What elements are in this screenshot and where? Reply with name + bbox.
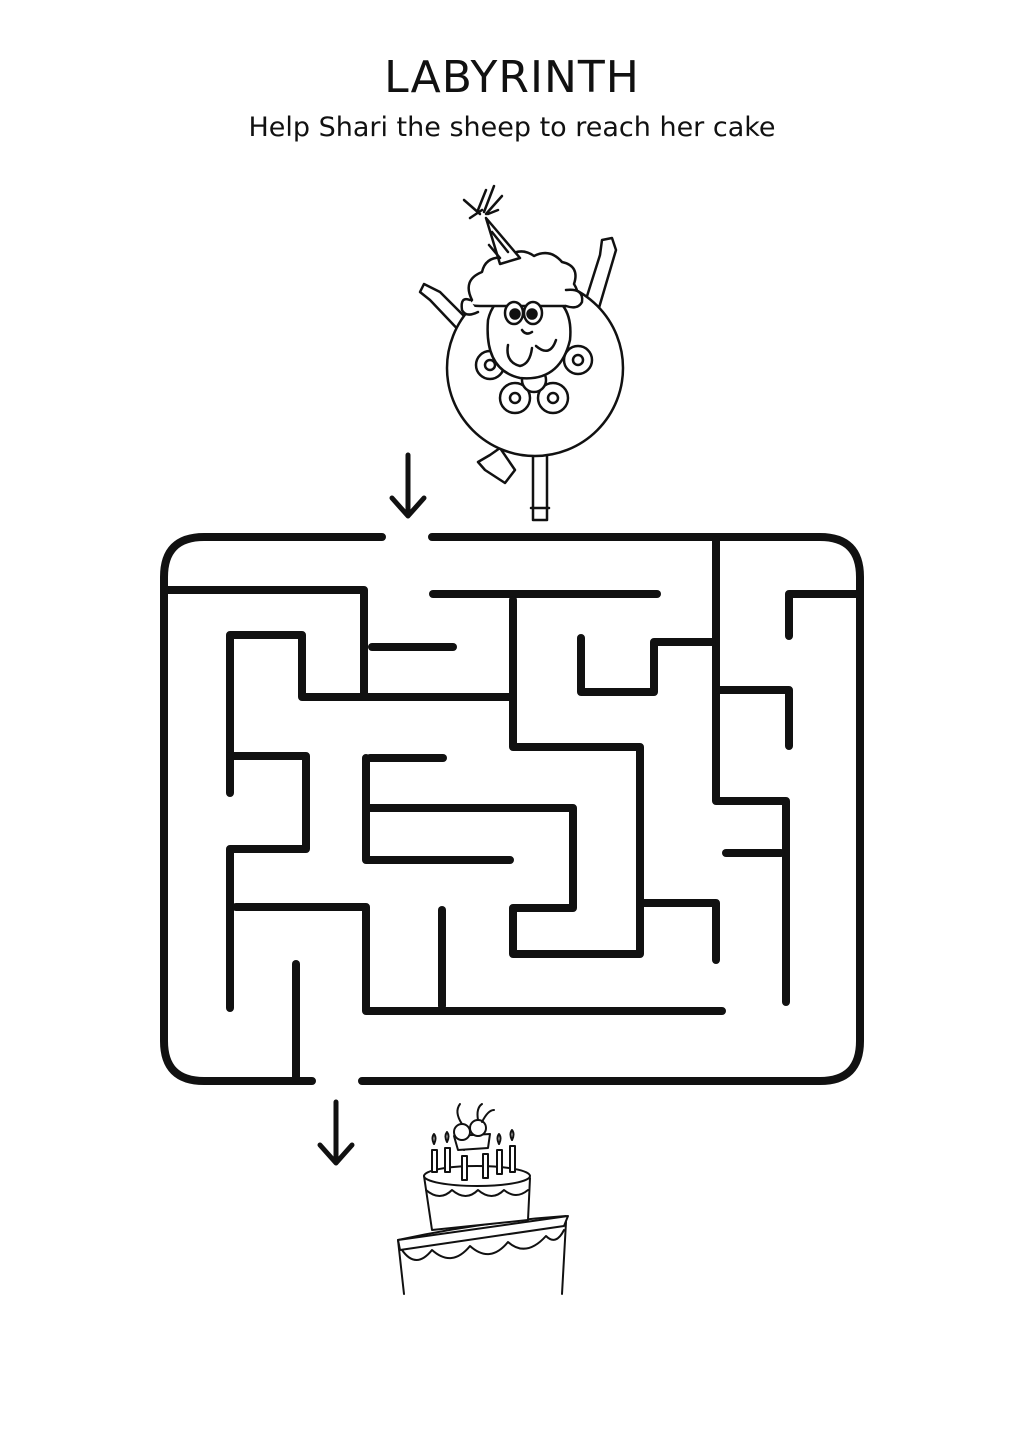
maze [160,533,864,1085]
page-subtitle: Help Shari the sheep to reach her cake [248,112,776,143]
arrow-down-icon [389,452,427,519]
sheep-icon [418,184,625,522]
maze-outer-wall [160,533,386,1085]
arrow-down-icon [317,1099,355,1166]
page-title: LABYRINTH [384,52,640,103]
maze-outer-wall-right [358,533,864,1085]
cake-icon [397,1103,569,1295]
